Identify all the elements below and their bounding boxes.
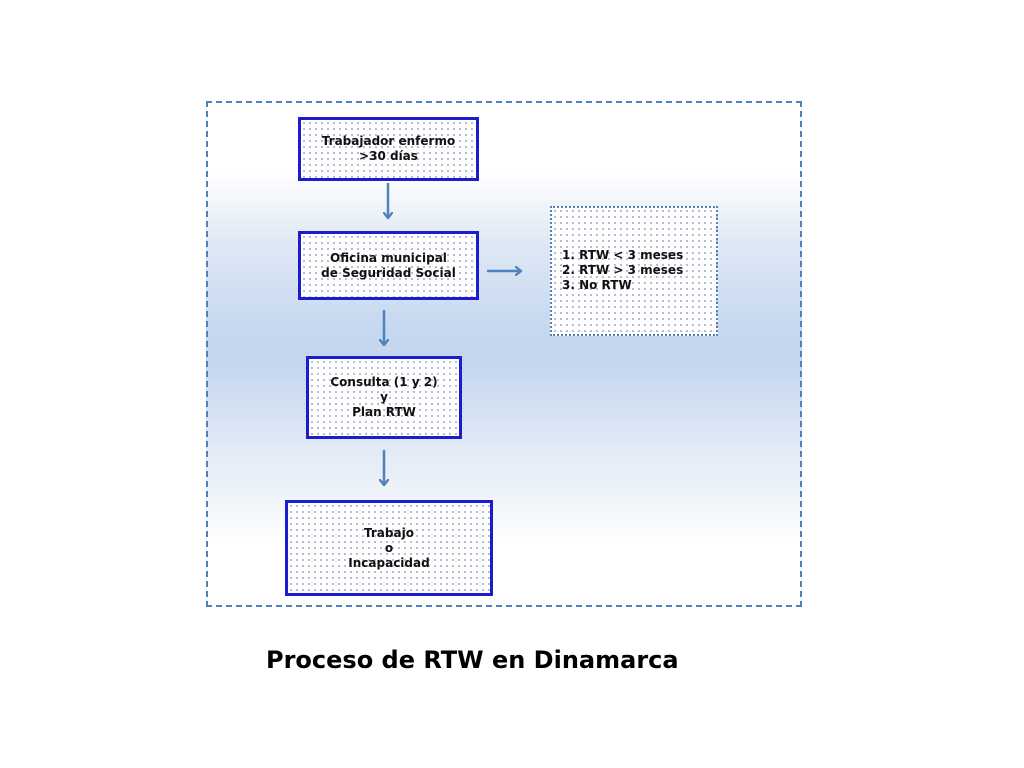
node-sick-worker-label: Trabajador enfermo >30 días	[321, 134, 456, 163]
node-outcome-work: Trabajo o Incapacidad	[285, 500, 493, 596]
outcome-item: 3. No RTW	[562, 278, 632, 292]
outcome-item: 2. RTW > 3 meses	[562, 263, 684, 277]
node-outcome-work-label: Trabajo o Incapacidad	[348, 525, 430, 570]
node-social-office: Oficina municipal de Seguridad Social	[298, 231, 479, 300]
outcomes-box: 1. RTW < 3 meses 2. RTW > 3 meses 3. No …	[550, 206, 718, 336]
node-consultation: Consulta (1 y 2) y Plan RTW	[306, 356, 462, 439]
diagram-caption: Proceso de RTW en Dinamarca	[266, 646, 679, 674]
outcomes-list: 1. RTW < 3 meses 2. RTW > 3 meses 3. No …	[562, 248, 683, 293]
node-social-office-label: Oficina municipal de Seguridad Social	[321, 250, 456, 280]
node-sick-worker: Trabajador enfermo >30 días	[298, 117, 479, 181]
outcome-item: 1. RTW < 3 meses	[562, 248, 684, 262]
node-consultation-label: Consulta (1 y 2) y Plan RTW	[330, 375, 438, 419]
